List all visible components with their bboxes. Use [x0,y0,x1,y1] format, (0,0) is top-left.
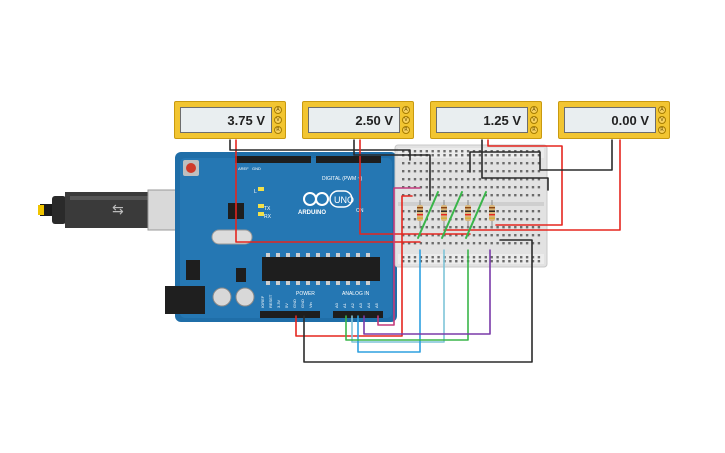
digital-header[interactable] [235,156,311,163]
pin-label: A4 [366,302,371,308]
mode-amps-icon[interactable]: A [658,106,666,114]
mode-ohms-icon[interactable]: R [274,126,282,134]
pin-label: A1 [342,302,347,308]
wire-gnd-black[interactable] [303,239,533,363]
mode-amps-icon[interactable]: A [274,106,282,114]
analog-header[interactable] [333,311,383,318]
svg-text:⇆: ⇆ [112,202,124,218]
multimeter-reading: 1.25 V [483,113,521,128]
wire-a3-green[interactable] [345,249,469,341]
wire-meter2-red[interactable] [359,139,471,235]
multimeter-1[interactable]: 3.75 V A V R [174,101,286,139]
aref-label: AREF [238,166,249,171]
pin-label: GND [300,299,305,308]
pin-label: Vin [308,302,313,308]
mode-amps-icon[interactable]: A [530,106,538,114]
digital-header-label: DIGITAL (PWM ~) [322,176,362,182]
wire-meter3-black[interactable] [481,139,549,191]
multimeter-reading: 3.75 V [227,113,265,128]
multimeter-3[interactable]: 1.25 V A V R [430,101,542,139]
pin-label: 5V [284,303,289,308]
pin-label: A3 [358,302,363,308]
wire-a4-purple[interactable] [363,249,491,335]
analog-header-label: ANALOG IN [342,291,370,297]
atmega-chip [262,257,380,281]
resistor-3[interactable] [465,200,471,228]
wire-a1-lightblue[interactable] [351,249,445,343]
multimeter-2[interactable]: 2.50 V A V R [302,101,414,139]
wire-meter1-red[interactable] [235,139,421,243]
jumper-2[interactable] [441,191,463,239]
mode-volts-icon[interactable]: V [274,116,282,124]
wire-meter3-red[interactable] [487,139,563,226]
pin-label: IOREF [260,295,265,308]
mode-ohms-icon[interactable]: R [658,126,666,134]
mode-volts-icon[interactable]: V [402,116,410,124]
pin-label: 3.3V [276,299,281,308]
power-header[interactable] [260,311,320,318]
board-brand-label: ARDUINO [298,210,326,216]
resistor-1[interactable] [417,200,423,228]
mode-amps-icon[interactable]: A [402,106,410,114]
multimeter-4[interactable]: 0.00 V A V R [558,101,670,139]
wire-a2-blue[interactable] [357,249,421,353]
power-jack[interactable] [165,286,205,314]
pin-label: GND [292,299,297,308]
board-model-label: UNO [334,195,354,205]
resistor-2[interactable] [441,200,447,228]
multimeter-display: 1.25 V [436,107,528,133]
rx-led-label: RX [264,214,272,220]
wire-a0-pink[interactable] [377,187,421,326]
mode-ohms-icon[interactable]: R [530,126,538,134]
power-header-label: POWER [296,291,315,297]
arduino-uno-board[interactable]: UNO ARDUINO DIGITAL (PWM ~) POWER ANALOG… [165,152,397,322]
multimeter-reading: 0.00 V [611,113,649,128]
multimeter-display: 0.00 V [564,107,656,133]
mode-ohms-icon[interactable]: R [402,126,410,134]
mode-volts-icon[interactable]: V [658,116,666,124]
breadboard[interactable] [394,144,548,268]
multimeter-reading: 2.50 V [355,113,393,128]
pin-label: A2 [350,302,355,308]
pin-label: A5 [374,302,379,308]
resistor-4[interactable] [489,200,495,228]
pin-label: RESET [268,294,273,308]
jumper-1[interactable] [417,191,439,239]
resistors [417,200,495,228]
multimeter-display: 3.75 V [180,107,272,133]
wire-meter4-black[interactable] [469,139,613,173]
jumper-3[interactable] [465,191,487,239]
gnd-label: GND [252,166,261,171]
tx-led-label: TX [264,206,271,212]
multimeter-display: 2.50 V [308,107,400,133]
wire-meter2-black[interactable] [353,139,431,201]
wire-meter4-red[interactable] [443,139,621,231]
l-led-label: L [254,189,257,195]
wire-5v-red[interactable] [295,195,413,337]
mode-volts-icon[interactable]: V [530,116,538,124]
pin-label: A0 [334,302,339,308]
